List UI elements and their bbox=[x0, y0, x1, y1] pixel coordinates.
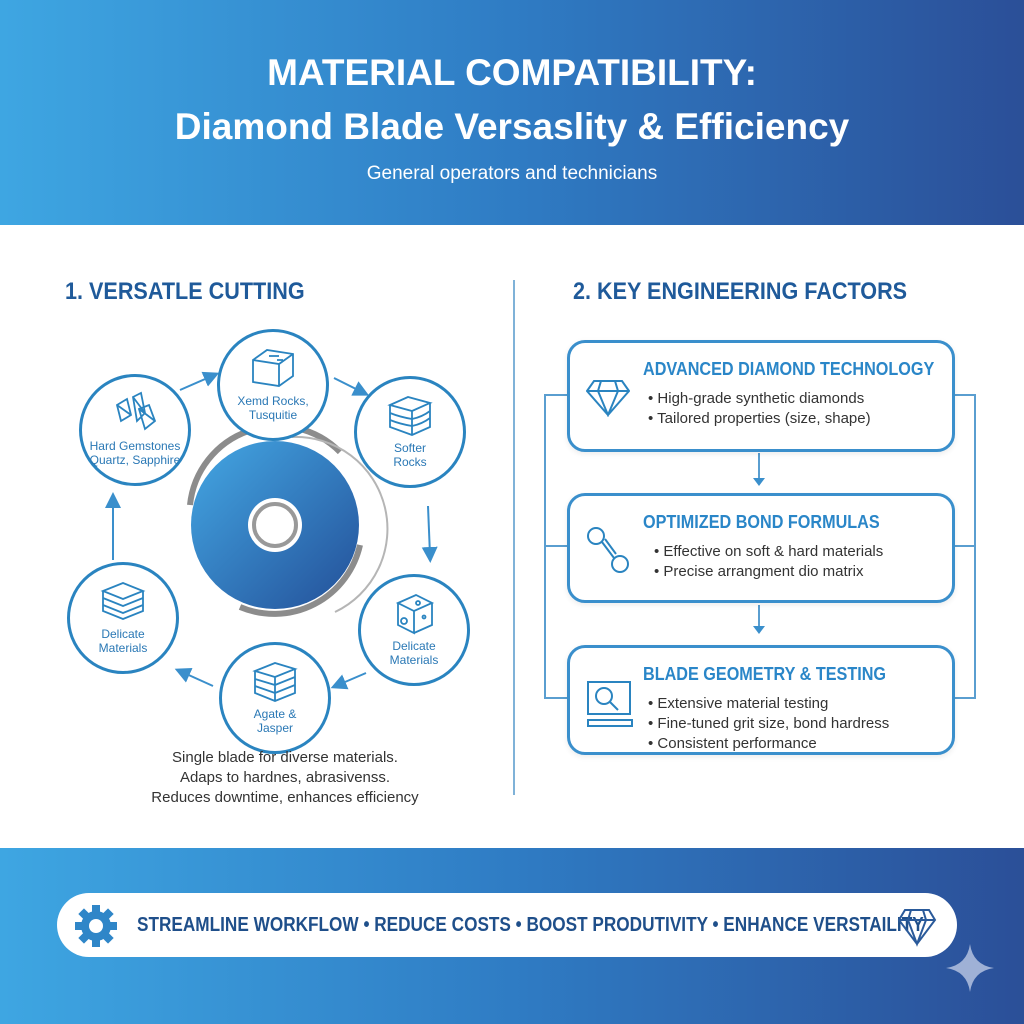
card-bullet: Precise arrangment dio matrix bbox=[654, 562, 883, 582]
testing-magnifier-icon bbox=[587, 681, 633, 727]
crystals-icon bbox=[115, 391, 157, 431]
title-line-2: Diamond Blade Versaslity & Efficiency bbox=[174, 106, 850, 147]
node-label: Xemd Rocks,Tusquitie bbox=[237, 394, 309, 422]
banded-stone-icon bbox=[252, 662, 298, 702]
card-bullet: Tailored properties (size, shape) bbox=[648, 409, 870, 429]
description-line: Reduces downtime, enhances efficiency bbox=[151, 789, 419, 806]
arrow bbox=[330, 672, 367, 690]
diamond-icon bbox=[586, 380, 630, 417]
benefits-text: STREAMLINE WORKFLOW • REDUCE COSTS • BOO… bbox=[137, 914, 924, 936]
left-heading: 1. VERSATLE CUTTING bbox=[65, 278, 305, 305]
title-line-1: MATERIAL COMPATIBILITY: bbox=[267, 52, 757, 93]
gear-icon bbox=[75, 905, 117, 947]
header-band: MATERIAL COMPATIBILITY: Diamond Blade Ve… bbox=[0, 0, 1024, 225]
card-bullet: Fine-tuned grit size, bond hardress bbox=[648, 714, 889, 734]
right-heading: 2. KEY ENGINEERING FACTORS bbox=[573, 278, 908, 305]
card-bond-formulas: OPTIMIZED BOND FORMULAS Effective on sof… bbox=[567, 493, 955, 603]
divider bbox=[513, 280, 515, 795]
card-diamond-technology: ADVANCED DIAMOND TECHNOLOGY High-grade s… bbox=[567, 340, 955, 452]
node-label: Agate &Jasper bbox=[253, 707, 297, 735]
stacked-layers-icon bbox=[100, 582, 146, 620]
description: Single blade for diverse materials. Adap… bbox=[90, 748, 480, 808]
arrow bbox=[421, 505, 438, 563]
cycle-diagram bbox=[105, 371, 438, 690]
flow-connectors bbox=[544, 394, 976, 699]
bond-link-icon bbox=[587, 527, 629, 573]
description-line: Adaps to hardnes, abrasivenss. bbox=[179, 769, 391, 786]
material-node: Xemd Rocks,Tusquitie bbox=[217, 329, 329, 441]
diamond-blade-icon bbox=[187, 422, 389, 617]
card-bullet: Effective on soft & hard materials bbox=[654, 542, 883, 562]
card-bullet: High-grade synthetic diamonds bbox=[648, 389, 871, 409]
stone-block-icon bbox=[252, 349, 294, 387]
benefits-banner: STREAMLINE WORKFLOW • REDUCE COSTS • BOO… bbox=[57, 893, 957, 957]
arrow bbox=[179, 371, 220, 391]
description-line: Single blade for diverse materials. bbox=[172, 749, 398, 766]
sparkle-icon bbox=[946, 944, 994, 992]
arrow bbox=[333, 377, 370, 396]
card-blade-geometry: BLADE GEOMETRY & TESTING Extensive mater… bbox=[567, 645, 955, 755]
diamond-icon bbox=[897, 909, 937, 947]
card-bullet: Consistent performance bbox=[648, 734, 889, 754]
subtitle: General operators and technicians bbox=[366, 163, 658, 184]
card-title: OPTIMIZED BOND FORMULAS bbox=[643, 512, 880, 532]
card-title: ADVANCED DIAMOND TECHNOLOGY bbox=[643, 359, 935, 379]
porous-cube-icon bbox=[395, 594, 435, 635]
card-bullet: Extensive material testing bbox=[648, 694, 889, 714]
arrow bbox=[174, 668, 214, 687]
card-title: BLADE GEOMETRY & TESTING bbox=[643, 664, 887, 684]
material-node: Agate &Jasper bbox=[219, 642, 331, 754]
layered-rock-icon bbox=[387, 396, 433, 436]
